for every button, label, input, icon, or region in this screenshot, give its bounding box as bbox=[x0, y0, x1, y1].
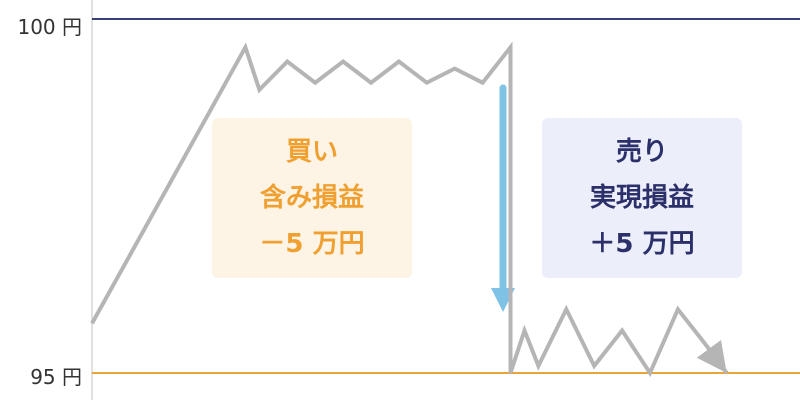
buy-box-line-3: －5 万円 bbox=[259, 229, 364, 259]
price-series-line bbox=[90, 41, 729, 378]
buy-unrealized-box bbox=[212, 118, 412, 278]
buy-box-line-2: 含み損益 bbox=[260, 182, 364, 213]
price-series-arrowhead bbox=[696, 340, 727, 373]
buy-box-line-1: 買い bbox=[286, 137, 338, 167]
sell-box-line-1: 売り bbox=[616, 137, 668, 167]
sell-box-line-2: 実現損益 bbox=[590, 182, 694, 213]
sell-realized-box bbox=[542, 118, 742, 278]
sell-box-line-3: ＋5 万円 bbox=[589, 229, 694, 259]
y-tick-label-100: 100 円 bbox=[17, 15, 82, 39]
y-tick-label-95: 95 円 bbox=[30, 365, 82, 389]
